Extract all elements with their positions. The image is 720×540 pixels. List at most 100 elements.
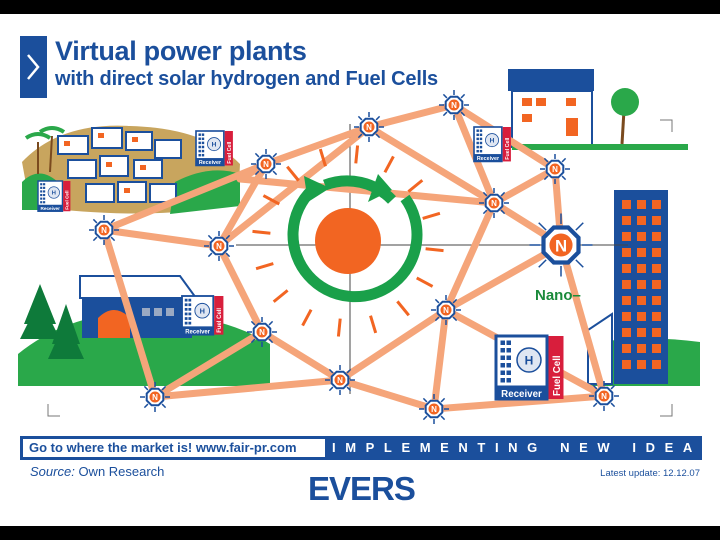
receiver-label: Receiver xyxy=(41,206,61,211)
network-link xyxy=(258,328,344,384)
h2-label: H xyxy=(525,354,534,368)
network-link xyxy=(151,328,266,401)
cycle-arrow-right xyxy=(323,175,396,204)
network-node-icon: N xyxy=(247,317,277,347)
sun-ray xyxy=(286,165,300,182)
sun-ray xyxy=(383,155,395,173)
fuel-cell-label: Fuel Cell xyxy=(217,308,223,333)
node-label: N xyxy=(552,165,558,174)
fir-trees xyxy=(20,284,84,359)
network-link xyxy=(365,123,498,207)
sun-cycle xyxy=(252,145,444,337)
receiver-fuel-cell-unit: H Receiver Fuel Cell xyxy=(37,180,71,212)
h2-label: H xyxy=(200,306,205,315)
footer-bar: Go to where the market is! www.fair-pr.c… xyxy=(20,436,711,460)
title-line-1: Virtual power plants xyxy=(55,36,307,66)
receiver-fuel-cell-unit: H Receiver Fuel Cell xyxy=(473,126,511,163)
sun-ray xyxy=(407,179,424,193)
network-link xyxy=(442,241,565,314)
network-node-icon: N xyxy=(419,394,449,424)
network-link xyxy=(215,242,266,336)
node-label: N xyxy=(259,328,265,337)
cycle-arrowhead-right xyxy=(368,174,392,202)
receiver-label: Receiver xyxy=(477,156,499,162)
title-chevron-icon xyxy=(20,36,47,98)
network-link xyxy=(262,123,373,168)
node-label: N xyxy=(443,306,449,315)
node-label: N xyxy=(263,160,269,169)
fuel-cell-label: Fuel Cell xyxy=(65,190,70,209)
network-link xyxy=(430,306,450,413)
sun-ray xyxy=(422,211,441,220)
receiver-label: Receiver xyxy=(501,389,542,400)
receiver-fuel-cell-unit: H Receiver Fuel Cell xyxy=(181,295,224,336)
barn xyxy=(79,275,198,338)
network-link xyxy=(100,160,270,234)
footer-link[interactable]: Go to where the market is! www.fair-pr.c… xyxy=(23,439,325,457)
node-label: N xyxy=(366,123,372,132)
source-line: Source: Own Research xyxy=(30,464,164,479)
network-link xyxy=(557,241,608,400)
latest-update: Latest update: 12.12.07 xyxy=(600,468,700,479)
network-node-icon: N xyxy=(589,381,619,411)
sun-ray xyxy=(318,148,327,167)
network-node-icon: N xyxy=(251,149,281,179)
network-node-icon: N xyxy=(529,213,593,277)
crop-mark-br xyxy=(660,404,673,417)
network-link xyxy=(490,165,559,207)
evers-logo: EVERS xyxy=(308,470,416,507)
village-houses xyxy=(57,127,182,203)
node-label: N xyxy=(337,376,343,385)
network-node-icon: N xyxy=(354,112,384,142)
fuel-cell-label: Fuel Cell xyxy=(227,141,233,164)
sun-ray xyxy=(301,309,313,327)
node-label: N xyxy=(101,226,107,235)
sun-ray xyxy=(354,145,360,164)
network-node-icon: N xyxy=(439,90,469,120)
sun-ray xyxy=(272,289,289,303)
receiver-label: Receiver xyxy=(185,329,211,335)
network-link xyxy=(336,376,438,413)
fuel-cell-label: Fuel Cell xyxy=(505,137,511,160)
source-prefix: Source: xyxy=(30,464,75,479)
sun-ray xyxy=(262,194,280,206)
sun-ray xyxy=(252,229,271,235)
node-label: N xyxy=(216,242,222,251)
network-link xyxy=(442,199,498,314)
crop-mark-bl xyxy=(47,404,60,417)
network-node-icon: N xyxy=(479,188,509,218)
network-node-icon: N xyxy=(540,154,570,184)
network-link xyxy=(151,376,344,401)
network-node-icon: N xyxy=(89,215,119,245)
sun-ray xyxy=(396,300,410,317)
cycle-arrowhead-left xyxy=(304,176,330,202)
node-label: N xyxy=(152,393,158,402)
network-node-icon: N xyxy=(140,382,170,412)
receiver-label: Receiver xyxy=(199,160,221,166)
node-label: N xyxy=(601,392,607,401)
network-link xyxy=(100,226,223,250)
sun-ray xyxy=(369,315,378,334)
sun-ray xyxy=(425,247,444,253)
sun-ray xyxy=(255,262,274,271)
top-right-house xyxy=(508,69,688,150)
sun-ray xyxy=(416,276,434,288)
h2-label: H xyxy=(490,138,495,145)
h2-label: H xyxy=(52,191,56,197)
palm-trees xyxy=(24,126,66,174)
network-link xyxy=(236,175,498,207)
nano-node-label: Nano– xyxy=(535,287,581,304)
node-label: N xyxy=(555,236,567,255)
fuel-cell-label: Fuel Cell xyxy=(552,355,563,396)
network-link xyxy=(365,101,458,131)
network-node-icon: N xyxy=(325,365,355,395)
network-link xyxy=(100,226,159,401)
source-text: Own Research xyxy=(78,464,165,479)
title-line-2: with direct solar hydrogen and Fuel Cell… xyxy=(55,68,438,90)
top-letterbox xyxy=(0,0,720,14)
